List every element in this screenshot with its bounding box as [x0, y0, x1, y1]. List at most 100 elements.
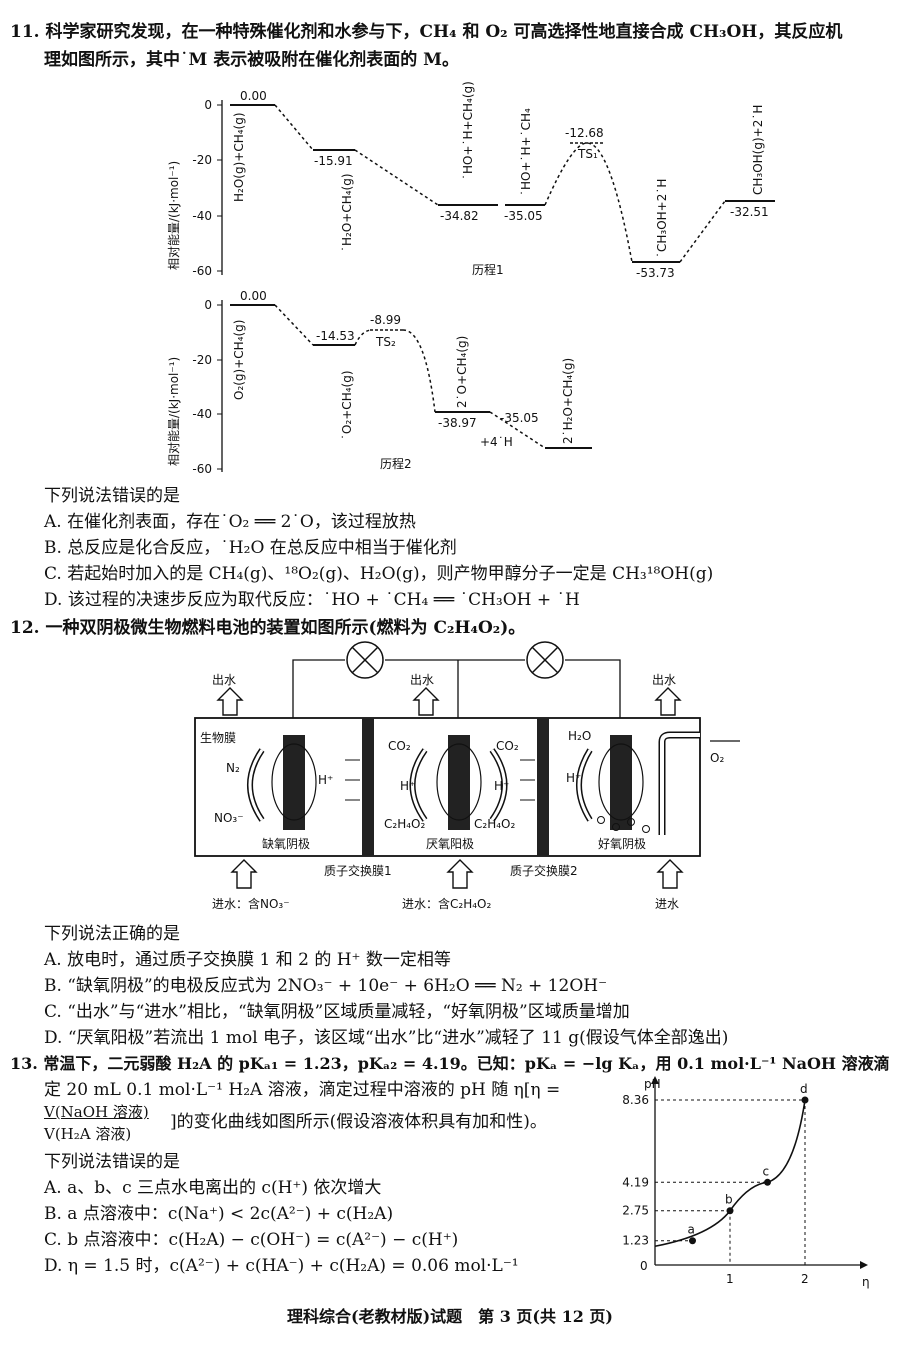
- p2-extra: +4˙H: [480, 435, 513, 449]
- p1-val-6: -32.51: [730, 205, 769, 219]
- fuel-left: C₂H₄O₂: [384, 817, 425, 831]
- h2o-label: H₂O: [568, 729, 591, 743]
- proton-membrane-2: [537, 718, 549, 856]
- p1-val-2: -34.82: [440, 209, 479, 223]
- outflow-arrow-3: [654, 687, 682, 716]
- p1-tick-20: -20: [192, 153, 212, 167]
- electrode-cathode1: [283, 735, 305, 830]
- point-d: [801, 1096, 809, 1104]
- fuel-cell-diagram: 出水 出水 出水 生物膜 N₂ NO₃⁻ H⁺ CO₂ CO₂ H⁺ H⁺ C₂…: [194, 641, 740, 911]
- h-plus-3: H⁺: [494, 779, 509, 793]
- q13-frac-num: V(NaOH 溶液): [44, 1103, 149, 1121]
- in-water-label: 进水: [655, 897, 679, 911]
- p2-ts: TS₂: [375, 335, 396, 349]
- in-fuel-label: 进水：含C₂H₄O₂: [402, 896, 491, 911]
- p1-val-1: -15.91: [314, 154, 353, 168]
- p1-tick-40: -40: [192, 209, 212, 223]
- q13-frac-den: V(H₂A 溶液): [44, 1125, 132, 1143]
- ph-curve: [654, 1099, 806, 1248]
- y-tick-label: 1.23: [622, 1234, 649, 1248]
- p2-tick-20: -20: [192, 353, 212, 367]
- p2-val-4: -35.05: [500, 411, 539, 425]
- inflow-arrow-2: [446, 859, 474, 889]
- electrode-cathode2: [610, 735, 632, 830]
- p1-species-4: ˙CH₃OH+2˙H: [655, 179, 669, 258]
- point-b: [726, 1207, 734, 1215]
- p2-species-2: 2˙O+CH₄(g): [455, 336, 469, 408]
- o2-label: O₂: [710, 751, 724, 765]
- p1-ts: TS₁: [577, 147, 598, 161]
- x-tick-0: 0: [640, 1259, 648, 1273]
- q12-option-b: B. “缺氧阴极”的电极反应式为 2NO₃⁻ + 10e⁻ + 6H₂O ══ …: [44, 976, 608, 996]
- point-label-b: b: [725, 1193, 733, 1207]
- p1-species-1: ˙H₂O+CH₄(g): [340, 173, 354, 252]
- no3-label: NO₃⁻: [214, 811, 244, 825]
- p1-species-0: H₂O(g)+CH₄(g): [232, 112, 246, 202]
- membrane2-label: 质子交换膜2: [510, 863, 578, 878]
- p1-name: 历程1: [472, 262, 504, 277]
- p1-val-0: 0.00: [240, 89, 267, 103]
- p2-val-2: -8.99: [370, 313, 401, 327]
- outflow-arrow-1: [216, 687, 244, 716]
- p2-species-0: O₂(g)+CH₄(g): [232, 320, 246, 400]
- n2-label: N₂: [226, 761, 240, 775]
- q12-stem: 下列说法正确的是: [44, 924, 180, 944]
- q13-option-c: C. b 点溶液中：c(H₂A) − c(OH⁻) = c(A²⁻) − c(H…: [44, 1230, 459, 1250]
- point-label-c: c: [763, 1164, 770, 1178]
- energy-diagram-2: 0 -20 -40 -60 相对能量/(kJ·mol⁻¹) 0.00 -14.5…: [167, 289, 592, 476]
- y-tick-label: 4.19: [622, 1175, 649, 1189]
- q12-option-d: D. “厌氧阳极”若流出 1 mol 电子，该区域“出水”比“进水”减轻了 11…: [44, 1028, 729, 1048]
- p2-name: 历程2: [380, 456, 412, 471]
- out-water-2: 出水: [410, 673, 434, 687]
- p2-species-3: 2˙H₂O+CH₄(g): [561, 358, 575, 444]
- p1-tick-0: 0: [204, 98, 212, 112]
- page-footer: 理科综合(老教材版)试题 第 3 页(共 12 页): [287, 1307, 613, 1326]
- y-tick-label: 2.75: [622, 1204, 649, 1218]
- q13-line1: 13. 常温下，二元弱酸 H₂A 的 pKₐ₁ = 1.23，pKₐ₂ = 4.…: [10, 1054, 890, 1073]
- q11-option-a: A. 在催化剂表面，存在˙O₂ ══ 2˙O，该过程放热: [44, 512, 416, 532]
- p2-val-1: -14.53: [316, 329, 355, 343]
- p2-tick-40: -40: [192, 407, 212, 421]
- q13-line3: ]的变化曲线如图所示(假设溶液体积具有加和性)。: [170, 1112, 547, 1132]
- q12-option-a: A. 放电时，通过质子交换膜 1 和 2 的 H⁺ 数一定相等: [44, 950, 451, 970]
- q11-option-b: B. 总反应是化合反应，˙H₂O 在总反应中相当于催化剂: [44, 538, 457, 558]
- membrane1-label: 质子交换膜1: [324, 863, 392, 878]
- cathode2-label: 好氧阴极: [598, 837, 646, 851]
- p2-tick-60: -60: [192, 462, 212, 476]
- point-a: [689, 1237, 696, 1245]
- q13-option-a: A. a、b、c 三点水电离出的 c(H⁺) 依次增大: [44, 1178, 382, 1198]
- q11-stem: 下列说法错误的是: [44, 486, 180, 506]
- in-no3-label: 进水：含NO₃⁻: [212, 896, 290, 911]
- ph-ylabel: pH: [644, 1077, 661, 1091]
- lamp-icon: [526, 641, 564, 679]
- proton-membrane-1: [362, 718, 374, 856]
- q11-option-c: C. 若起始时加入的是 CH₄(g)、¹⁸O₂(g)、H₂O(g)，则产物甲醇分…: [44, 564, 714, 584]
- x-tick-label: 2: [801, 1272, 809, 1286]
- p1-species-2: ˙HO+˙H+CH₄(g): [461, 81, 475, 180]
- point-label-d: d: [800, 1082, 808, 1096]
- p2-val-3: -38.97: [438, 416, 477, 430]
- co2-left: CO₂: [388, 739, 411, 753]
- q13-option-b: B. a 点溶液中：c(Na⁺) < 2c(A²⁻) + c(H₂A): [44, 1204, 394, 1224]
- h-plus-1: H⁺: [318, 773, 333, 787]
- p2-tick-0: 0: [204, 298, 212, 312]
- p1-species-5: CH₃OH(g)+2˙H: [751, 105, 765, 195]
- inflow-arrow-3: [656, 859, 684, 889]
- out-water-1: 出水: [212, 673, 236, 687]
- h-plus-2: H⁺: [400, 779, 415, 793]
- q13-stem: 下列说法错误的是: [44, 1152, 180, 1172]
- ph-xlabel: η: [862, 1275, 870, 1289]
- q11-line2: 理如图所示，其中˙M 表示被吸附在催化剂表面的 M。: [44, 50, 459, 70]
- energy-diagram-1: 0 -20 -40 -60 相对能量/(kJ·mol⁻¹) 0.00 -15.9…: [167, 81, 775, 280]
- fuel-right: C₂H₄O₂: [474, 817, 515, 831]
- x-tick-label: 1: [726, 1272, 734, 1286]
- inflow-arrow-1: [230, 859, 258, 889]
- q11-line1: 11. 科学家研究发现，在一种特殊催化剂和水参与下，CH₄ 和 O₂ 可高选择性…: [10, 22, 843, 42]
- lamp-icon: [346, 641, 384, 679]
- out-water-3: 出水: [652, 673, 676, 687]
- p1-val-4: -12.68: [565, 126, 604, 140]
- p1-tick-60: -60: [192, 264, 212, 278]
- q12-option-c: C. “出水”与“进水”相比，“缺氧阴极”区域质量减轻，“好氧阴极”区域质量增加: [44, 1002, 630, 1022]
